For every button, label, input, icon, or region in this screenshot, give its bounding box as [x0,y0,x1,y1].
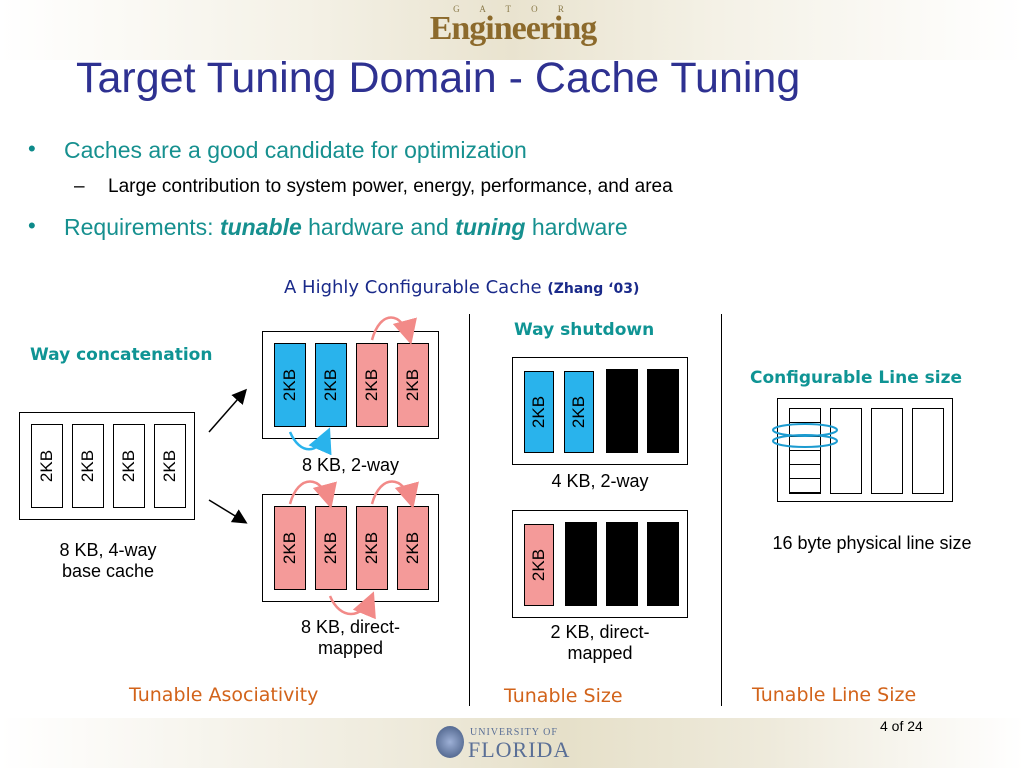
concat-arc-blue-bottom [288,427,332,456]
figure-title-text: A Highly Configurable Cache [284,277,542,298]
cache-way-block: 2KB [72,424,104,508]
cache-way-block: 2KB [154,424,186,508]
uf-university-of-text: UNIVERSITY OF [470,727,558,738]
cache-way-block: 2KB [356,506,388,590]
cache-8kb-2way-frame: 2KB 2KB 2KB 2KB [262,331,439,439]
disabled-way-block [565,522,597,606]
disabled-way-block [647,369,679,453]
bullet-2-em-tuning: tuning [455,214,526,240]
header-banner [0,0,1024,60]
tunable-size-label: Tunable Size [504,685,623,707]
cache-8kb-direct-frame: 2KB 2KB 2KB 2KB [262,494,439,602]
line-way-block [912,408,944,494]
direct-arc-2 [370,480,419,509]
bullet-2-em-tunable: tunable [219,214,302,240]
configurable-line-size-label: Configurable Line size [750,368,963,388]
disabled-way-block [606,522,638,606]
way-shutdown-label: Way shutdown [514,320,655,340]
figure-citation: (Zhang ‘03) [547,281,640,297]
cache-way-block: 2KB [315,506,347,590]
cache-way-block: 2KB [274,506,306,590]
sub-bullet-1: Large contribution to system power, ener… [108,176,673,197]
disabled-way-block [606,369,638,453]
separator-line [721,314,722,706]
uf-florida-text: FLORIDA [468,737,571,762]
direct-arc-3 [328,591,376,620]
line-size-cache-frame [777,398,953,502]
arrow-to-direct [208,499,248,524]
bullet-dot-icon: • [28,136,36,161]
cache-2kb-direct-caption: 2 KB, direct- mapped [550,622,650,663]
disabled-way-block [647,522,679,606]
direct-arc-1 [288,480,337,509]
bullet-2-pre: Requirements: [64,214,214,240]
concat-arc-pink-top [370,316,417,345]
cache-way-block: 2KB [397,343,429,427]
tunable-line-size-label: Tunable Line Size [752,684,917,706]
arrow-to-2way [208,388,247,433]
way-concatenation-label: Way concatenation [30,345,213,365]
line-size-loop-2 [772,434,838,448]
sub-bullet-dash: – [74,176,85,197]
page-number: 4 of 24 [880,718,923,734]
bullet-2-post: hardware [531,214,628,240]
separator-line [469,314,470,706]
logo-gator-text: G A T O R [453,4,573,14]
bullet-2-mid: hardware and [308,214,449,240]
line-way-block [871,408,903,494]
slide-title: Target Tuning Domain - Cache Tuning [76,54,801,102]
figure-title: A Highly Configurable Cache (Zhang ‘03) [284,277,639,298]
line-way-block [789,408,821,494]
cache-way-block: 2KB [524,524,554,606]
cache-way-block: 2KB [315,343,347,427]
base-cache-caption: 8 KB, 4-way base cache [59,540,157,581]
cache-way-block: 2KB [31,424,63,508]
tunable-associativity-label: Tunable Asociativity [129,684,319,706]
cache-8kb-2way-caption: 8 KB, 2-way [301,455,400,475]
logo-engineering-text: Engineering [429,10,598,47]
footer-banner [0,718,1024,768]
gator-engineering-logo: G A T O R Engineering [408,2,618,58]
cache-way-block: 2KB [113,424,145,508]
bullet-2: Requirements: tunable hardware and tunin… [64,214,628,241]
cache-8kb-direct-caption: 8 KB, direct- mapped [300,617,401,658]
cache-4kb-2way-caption: 4 KB, 2-way [551,471,649,491]
line-way-block [830,408,862,494]
cache-way-block: 2KB [274,343,306,427]
cache-way-block: 2KB [564,371,594,453]
base-cache-frame: 2KB 2KB 2KB 2KB [19,412,195,520]
bullet-dot-icon: • [28,213,36,238]
cache-2kb-direct-frame: 2KB [512,510,688,618]
cache-way-block: 2KB [524,371,554,453]
uf-seal-icon [436,726,464,758]
cache-way-block: 2KB [397,506,429,590]
cache-4kb-2way-frame: 2KB 2KB [512,357,688,465]
line-size-caption: 16 byte physical line size [772,533,972,553]
bullet-1: Caches are a good candidate for optimiza… [64,137,527,163]
cache-way-block: 2KB [356,343,388,427]
